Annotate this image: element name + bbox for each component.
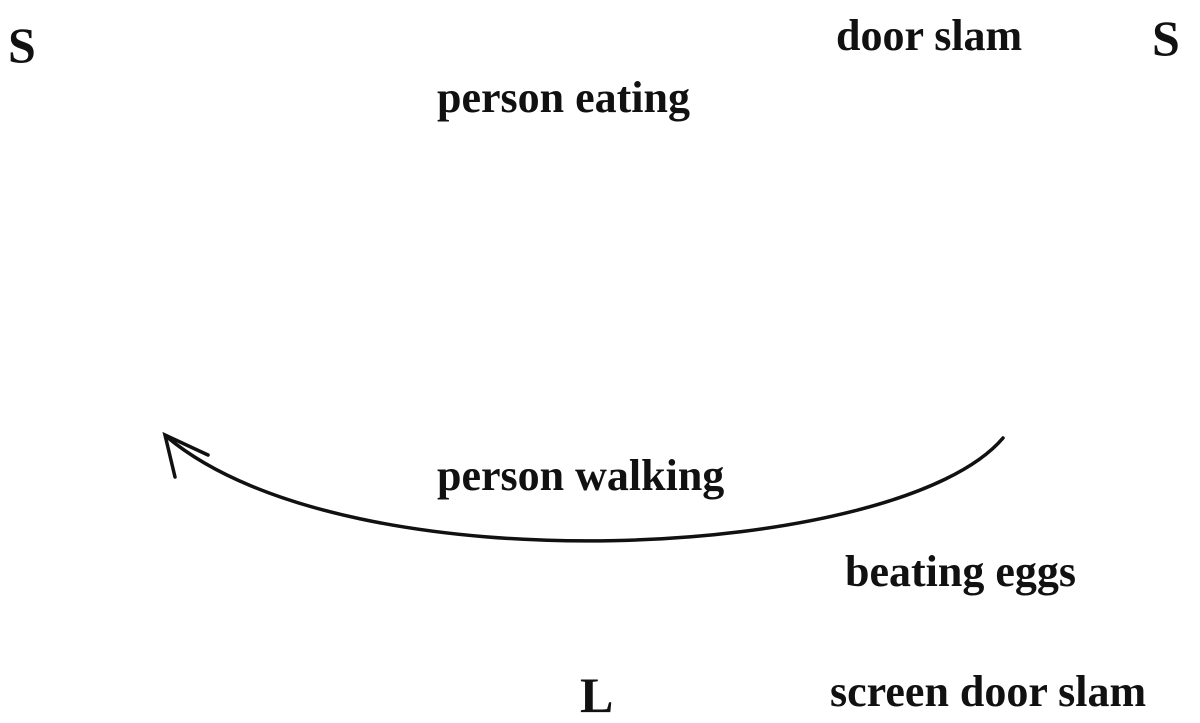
label-person-walking: person walking	[437, 451, 725, 500]
label-screen-door-slam: screen door slam	[830, 667, 1147, 716]
corner-label-bottom-center: L	[580, 667, 614, 723]
corner-label-top-left: S	[8, 17, 36, 73]
label-beating-eggs: beating eggs	[845, 547, 1076, 596]
curved-arrow-shaft	[165, 435, 1005, 543]
label-person-eating: person eating	[437, 73, 690, 122]
corner-label-top-right: S	[1152, 10, 1180, 66]
label-door-slam: door slam	[836, 11, 1023, 60]
curved-arrow-head	[162, 431, 210, 479]
